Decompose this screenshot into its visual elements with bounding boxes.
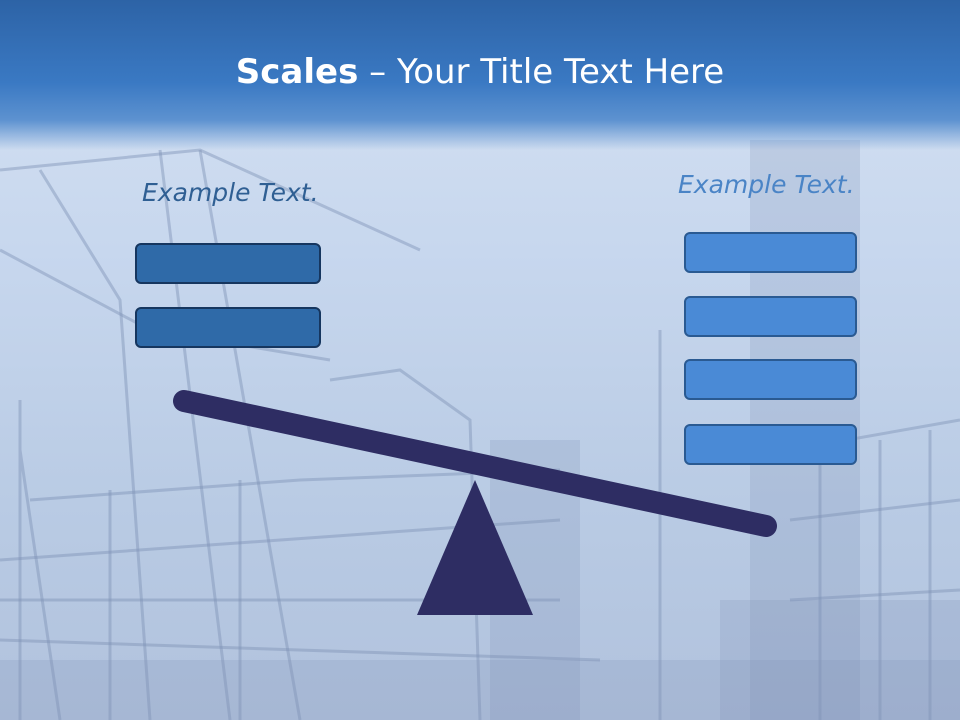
right-box-4 [684, 424, 857, 465]
right-box-1 [684, 232, 857, 273]
title-rest: – Your Title Text Here [358, 52, 725, 92]
right-box-3 [684, 359, 857, 400]
left-label: Example Text. [142, 178, 319, 207]
fulcrum-triangle [417, 480, 533, 615]
header-bar [0, 0, 960, 150]
right-box-2 [684, 296, 857, 337]
slide-title: Scales – Your Title Text Here [0, 52, 960, 92]
left-box-1 [135, 243, 321, 284]
right-label: Example Text. [678, 170, 855, 199]
balance-beam [173, 390, 777, 537]
title-bold: Scales [235, 52, 359, 92]
left-box-2 [135, 307, 321, 348]
